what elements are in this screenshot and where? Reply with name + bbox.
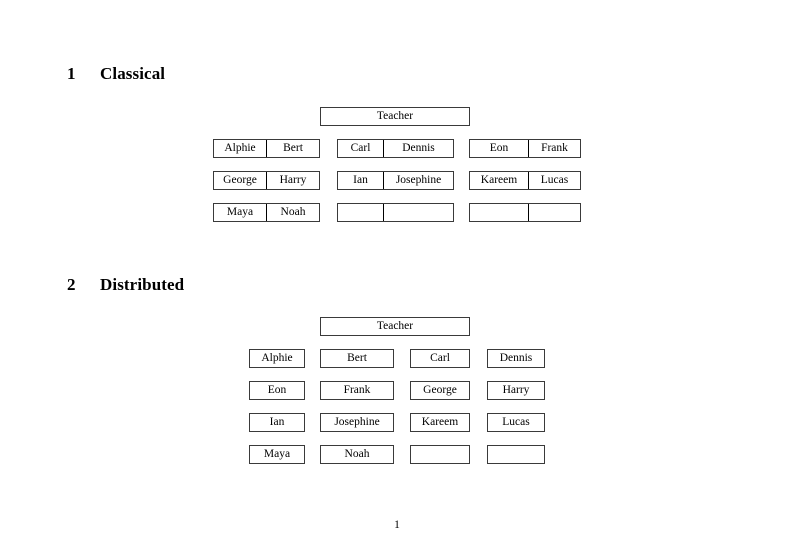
student-group-row: Maya Noah [213,203,320,222]
section-heading-distributed: 2 Distributed [67,275,184,295]
page-number: 1 [394,519,400,531]
student-cell: Josephine [383,172,453,189]
student-box: Kareem [410,413,470,432]
student-cell: George [223,174,257,186]
student-group-row: Kareem Lucas [469,171,581,190]
student-group-row: Alphie Bert [213,139,320,158]
student-box: Eon [249,381,305,400]
student-box: Lucas [487,413,545,432]
student-cell: Noah [266,204,319,221]
student-cell-empty [470,204,528,221]
student-cell-empty [338,204,383,221]
student-cell: Maya [226,206,254,218]
section-title: Classical [100,64,166,83]
teacher-box-distributed: Teacher [320,317,470,336]
student-cell-empty [383,204,453,221]
student-box: Josephine [320,413,394,432]
student-box: Harry [487,381,545,400]
student-group-row: Ian Josephine [337,171,454,190]
section-title: Distributed [100,275,185,294]
student-box: Frank [320,381,394,400]
student-box: Carl [410,349,470,368]
student-box: Ian [249,413,305,432]
section-heading-classical: 1 Classical [67,64,165,84]
student-cell: Lucas [528,172,580,189]
student-cell: Frank [528,140,580,157]
student-box-empty [487,445,545,464]
student-cell: Carl [350,142,371,154]
student-cell: Bert [266,140,319,157]
student-cell-empty [528,204,580,221]
student-group-row: George Harry [213,171,320,190]
student-box: Maya [249,445,305,464]
teacher-box-classical: Teacher [320,107,470,126]
student-cell: Harry [266,172,319,189]
section-number: 1 [67,64,76,83]
student-box: Noah [320,445,394,464]
student-group-row: Eon Frank [469,139,581,158]
student-group-row [337,203,454,222]
student-box: Dennis [487,349,545,368]
student-box-empty [410,445,470,464]
student-cell: Kareem [480,174,518,186]
student-group-row [469,203,581,222]
student-group-row: Carl Dennis [337,139,454,158]
student-box: George [410,381,470,400]
student-cell: Alphie [224,142,256,154]
student-cell: Eon [489,142,509,154]
section-number: 2 [67,275,76,294]
student-cell: Dennis [383,140,453,157]
student-cell: Ian [353,174,368,186]
student-box: Bert [320,349,394,368]
student-box: Alphie [249,349,305,368]
